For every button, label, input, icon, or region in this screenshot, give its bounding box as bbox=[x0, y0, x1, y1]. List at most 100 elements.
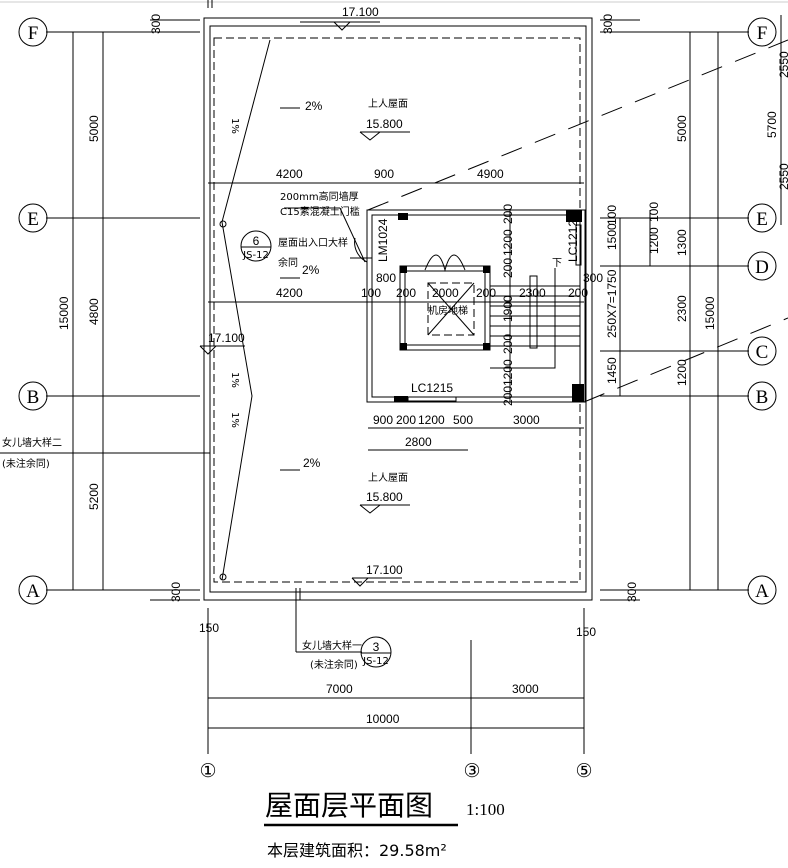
parapet-2-label: 女儿墙大样二 bbox=[2, 436, 62, 449]
dim-dims-bottom_total: 10000 bbox=[366, 712, 400, 726]
dim-dims-left_c: 5200 bbox=[87, 483, 101, 510]
axis-bubbles: F F E E D C B B A A ① ③ ⑤ bbox=[18, 17, 777, 782]
axis-C-right: C bbox=[756, 342, 769, 363]
dim-dims-right_a: 5000 bbox=[675, 115, 689, 142]
dim-dims-far_right_b: 2550 bbox=[777, 163, 788, 190]
axis-A-left: A bbox=[26, 581, 40, 602]
annotations: 17.100 上人屋面 15.800 2% 2% 2% 1% 1% 1% 上人屋… bbox=[2, 5, 580, 671]
dim-dims-row2-0: 4200 bbox=[276, 286, 303, 300]
dim-dims-vert_inner-1: 1200 bbox=[501, 229, 515, 256]
dim-dims-row1-0: 4200 bbox=[276, 167, 303, 181]
parapet-2-note: (未注余同) bbox=[2, 457, 50, 470]
dim-dims-vert_inner-6: 200 bbox=[501, 386, 515, 406]
detail-bubble-3[interactable]: 3 JS-12 bbox=[360, 636, 392, 668]
title-scale: 1:100 bbox=[466, 800, 505, 819]
detail-ref: JS-12 bbox=[362, 656, 389, 667]
wall-note-2: C15素混凝土门槛 bbox=[280, 205, 360, 218]
dim-dims-left_total: 15000 bbox=[57, 296, 71, 330]
elevator-label: 机房地梯 bbox=[428, 304, 468, 317]
dim-dims-vert_inner-5: 1200 bbox=[501, 359, 515, 386]
dim-dims-side_150_l: 150 bbox=[199, 621, 219, 635]
axis-B-left: B bbox=[27, 387, 40, 408]
slope-top: 2% bbox=[305, 99, 323, 113]
dim-dims-vert_inner-0: 200 bbox=[501, 204, 515, 224]
dimension-lines bbox=[72, 15, 782, 736]
dim-dims-far_right_a: 2550 bbox=[777, 51, 788, 78]
dim-dims-row2-1: 100 bbox=[361, 286, 381, 300]
slope-1pct-b: 1% bbox=[229, 372, 240, 388]
dim-dims-row3_total: 2800 bbox=[405, 435, 432, 449]
dim-dims-stair_b: 250X7=1750 bbox=[605, 269, 619, 338]
roof-label-top: 上人屋面 bbox=[368, 98, 408, 110]
door-label: LM1024 bbox=[376, 218, 390, 262]
dim-dims-right_c: 1200 bbox=[675, 359, 689, 386]
dim-dims-stair_d: 100 bbox=[605, 205, 619, 225]
elevation-markers bbox=[0, 21, 410, 653]
detail-number: 3 bbox=[373, 640, 380, 654]
dim-dims-vert_inner-3: 1900 bbox=[501, 295, 515, 322]
entry-detail-label: 屋面出入口大样 bbox=[278, 236, 348, 249]
detail-number: 6 bbox=[253, 234, 260, 248]
dim-dims-bottom_a: 7000 bbox=[326, 682, 353, 696]
dim-dims-row2-2: 200 bbox=[396, 286, 416, 300]
axis-3: ③ bbox=[463, 761, 480, 782]
window-right-label: LC1212 bbox=[566, 220, 580, 262]
detail-ref: JS-12 bbox=[242, 250, 269, 261]
axis-F-right: F bbox=[757, 23, 768, 44]
dim-dims-stair_c: 1450 bbox=[605, 357, 619, 384]
dim-dims-right_e2: 100 bbox=[647, 202, 661, 222]
dim-dims-stair_e: 300 bbox=[583, 271, 603, 285]
stair-treads bbox=[490, 268, 580, 369]
stair-down-label: 下 bbox=[552, 258, 562, 269]
dim-dims-right_e: 1200 bbox=[647, 227, 661, 254]
slope-1pct-c: 1% bbox=[229, 412, 240, 428]
stair-room bbox=[284, 207, 586, 403]
elev-top: 17.100 bbox=[342, 5, 379, 19]
dim-dims-row2-5: 2300 bbox=[519, 286, 546, 300]
dim-dims-row3-3: 500 bbox=[453, 413, 473, 427]
dim-dims-row3-0: 900 bbox=[373, 413, 393, 427]
dim-dims-left_a: 5000 bbox=[87, 115, 101, 142]
axis-A-right: A bbox=[755, 581, 769, 602]
dim-dims-right_total: 15000 bbox=[703, 296, 717, 330]
slope-bottom: 2% bbox=[303, 456, 321, 470]
axis-E-left: E bbox=[27, 209, 39, 230]
slope-1pct-a: 1% bbox=[229, 118, 240, 134]
dim-dims-row2_800: 800 bbox=[376, 271, 396, 285]
axis-F-left: F bbox=[28, 23, 39, 44]
parapet-1-label: 女儿墙大样一 bbox=[302, 639, 362, 652]
window-bottom-label: LC1215 bbox=[411, 381, 453, 395]
dim-dims-row3-1: 200 bbox=[396, 413, 416, 427]
elev-roof-bottom: 15.800 bbox=[366, 490, 403, 504]
dim-dims-right_d: 1300 bbox=[675, 229, 689, 256]
elev-roof-top: 15.800 bbox=[366, 117, 403, 131]
dim-dims-row3-2: 1200 bbox=[418, 413, 445, 427]
title-main: 屋面层平面图 bbox=[265, 789, 433, 822]
drawing-title: 屋面层平面图 1:100 本层建筑面积：29.58m² bbox=[264, 789, 505, 860]
floor-area-label: 本层建筑面积：29.58m² bbox=[267, 841, 447, 860]
dim-dims-bottom_300: 300 bbox=[625, 582, 639, 602]
dim-dims-bottom_300: 300 bbox=[169, 582, 183, 602]
dim-dims-vert_inner-2: 200 bbox=[501, 258, 515, 278]
elev-left: 17.100 bbox=[208, 331, 245, 345]
dim-dims-side_150_r: 150 bbox=[576, 625, 596, 639]
dim-dims-row3-4: 3000 bbox=[513, 413, 540, 427]
slope-mid: 2% bbox=[302, 263, 320, 277]
dim-dims-vert_inner-4: 200 bbox=[501, 334, 515, 354]
dim-dims-row1-1: 900 bbox=[374, 167, 394, 181]
wall-note-1: 200mm高同墙厚 bbox=[280, 190, 359, 203]
dim-dims-top_300: 300 bbox=[149, 14, 163, 34]
detail-bubble-6[interactable]: 6 JS-12 bbox=[240, 230, 272, 262]
dim-dims-bottom_b: 3000 bbox=[512, 682, 539, 696]
axis-E-right: E bbox=[756, 209, 768, 230]
grid-lines bbox=[46, 0, 749, 754]
dim-dims-row1-2: 4900 bbox=[477, 167, 504, 181]
dim-dims-stair_a: 1500 bbox=[605, 223, 619, 250]
roof-label-bottom: 上人屋面 bbox=[368, 472, 408, 484]
parapet-1-note: (未注余同) bbox=[310, 658, 358, 671]
dim-dims-row2-6: 200 bbox=[568, 286, 588, 300]
axis-D-right: D bbox=[755, 257, 769, 278]
entry-rest-label: 余同 bbox=[278, 256, 298, 269]
axis-B-right: B bbox=[756, 387, 769, 408]
